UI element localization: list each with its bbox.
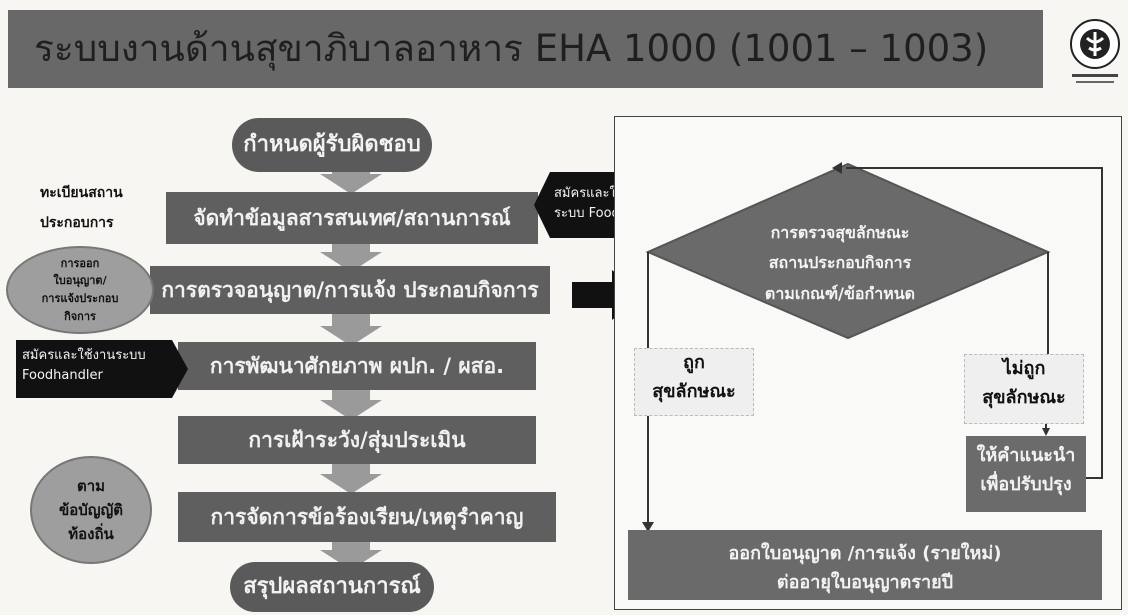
down-arrow xyxy=(320,240,382,272)
step-information: จัดทำข้อมูลสารสนเทศ/สถานการณ์ xyxy=(166,192,538,244)
step-surveillance: การเฝ้าระวัง/สุ่มประเมิน xyxy=(178,416,536,464)
end-step: สรุปผลสถานการณ์ xyxy=(230,562,434,612)
title-banner: ระบบงานด้านสุขาภิบาลอาหาร EHA 1000 (1001… xyxy=(8,10,1043,88)
page-title: ระบบงานด้านสุขาภิบาลอาหาร EHA 1000 (1001… xyxy=(34,27,989,70)
local-law-oval: ตาม ข้อบัญญัติ ท้องถิ่น xyxy=(30,456,152,564)
advise-box: ให้คำแนะนำ เพื่อปรับปรุง xyxy=(966,436,1086,512)
down-arrow xyxy=(320,462,382,494)
step-license-inspection: การตรวจอนุญาต/การแจ้ง ประกอบกิจการ xyxy=(150,266,550,314)
pass-box: ถูก สุขลักษณะ xyxy=(634,348,754,416)
result-box: ออกใบอนุญาต /การแจ้ง (รายใหม่) ต่ออายุใบ… xyxy=(628,530,1102,600)
start-step: กำหนดผู้รับผิดชอบ xyxy=(232,118,432,172)
foodhandler-tag-left: สมัครและใช้งานระบบ Foodhandler xyxy=(22,348,146,383)
establishment-registry-note: ทะเบียนสถาน ประกอบการ xyxy=(40,185,123,231)
fail-box: ไม่ถูก สุขลักษณะ xyxy=(964,354,1084,424)
down-arrow xyxy=(320,314,382,346)
department-of-health-emblem-icon xyxy=(1070,19,1120,83)
down-arrow xyxy=(320,538,382,570)
down-arrow xyxy=(320,388,382,420)
step-complaint-handling: การจัดการข้อร้องเรียน/เหตุรำคาญ xyxy=(178,492,556,542)
decision-diamond-label: การตรวจสุขลักษณะ สถานประกอบกิจการ ตามเกณ… xyxy=(764,223,916,303)
license-oval: การออก ใบอนุญาต/ การแจ้งประกอบ กิจการ xyxy=(6,246,154,334)
step-capacity-building: การพัฒนาศักยภาพ ผปก. / ผสอ. xyxy=(178,342,536,390)
right-flow-lines xyxy=(642,162,1103,532)
tag-shape xyxy=(16,340,188,398)
